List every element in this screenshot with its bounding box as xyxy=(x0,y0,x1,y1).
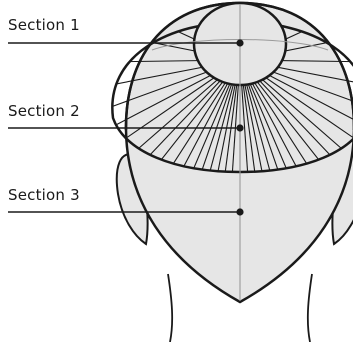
section-3-dot xyxy=(236,208,243,215)
section-2-label: Section 2 xyxy=(8,104,80,119)
neck-left-line xyxy=(168,274,172,342)
section-1-dot xyxy=(236,39,243,46)
neck-right-line xyxy=(308,274,312,342)
section-2-dot xyxy=(236,124,243,131)
section-1-label: Section 1 xyxy=(8,18,80,33)
section-3-label: Section 3 xyxy=(8,188,80,203)
